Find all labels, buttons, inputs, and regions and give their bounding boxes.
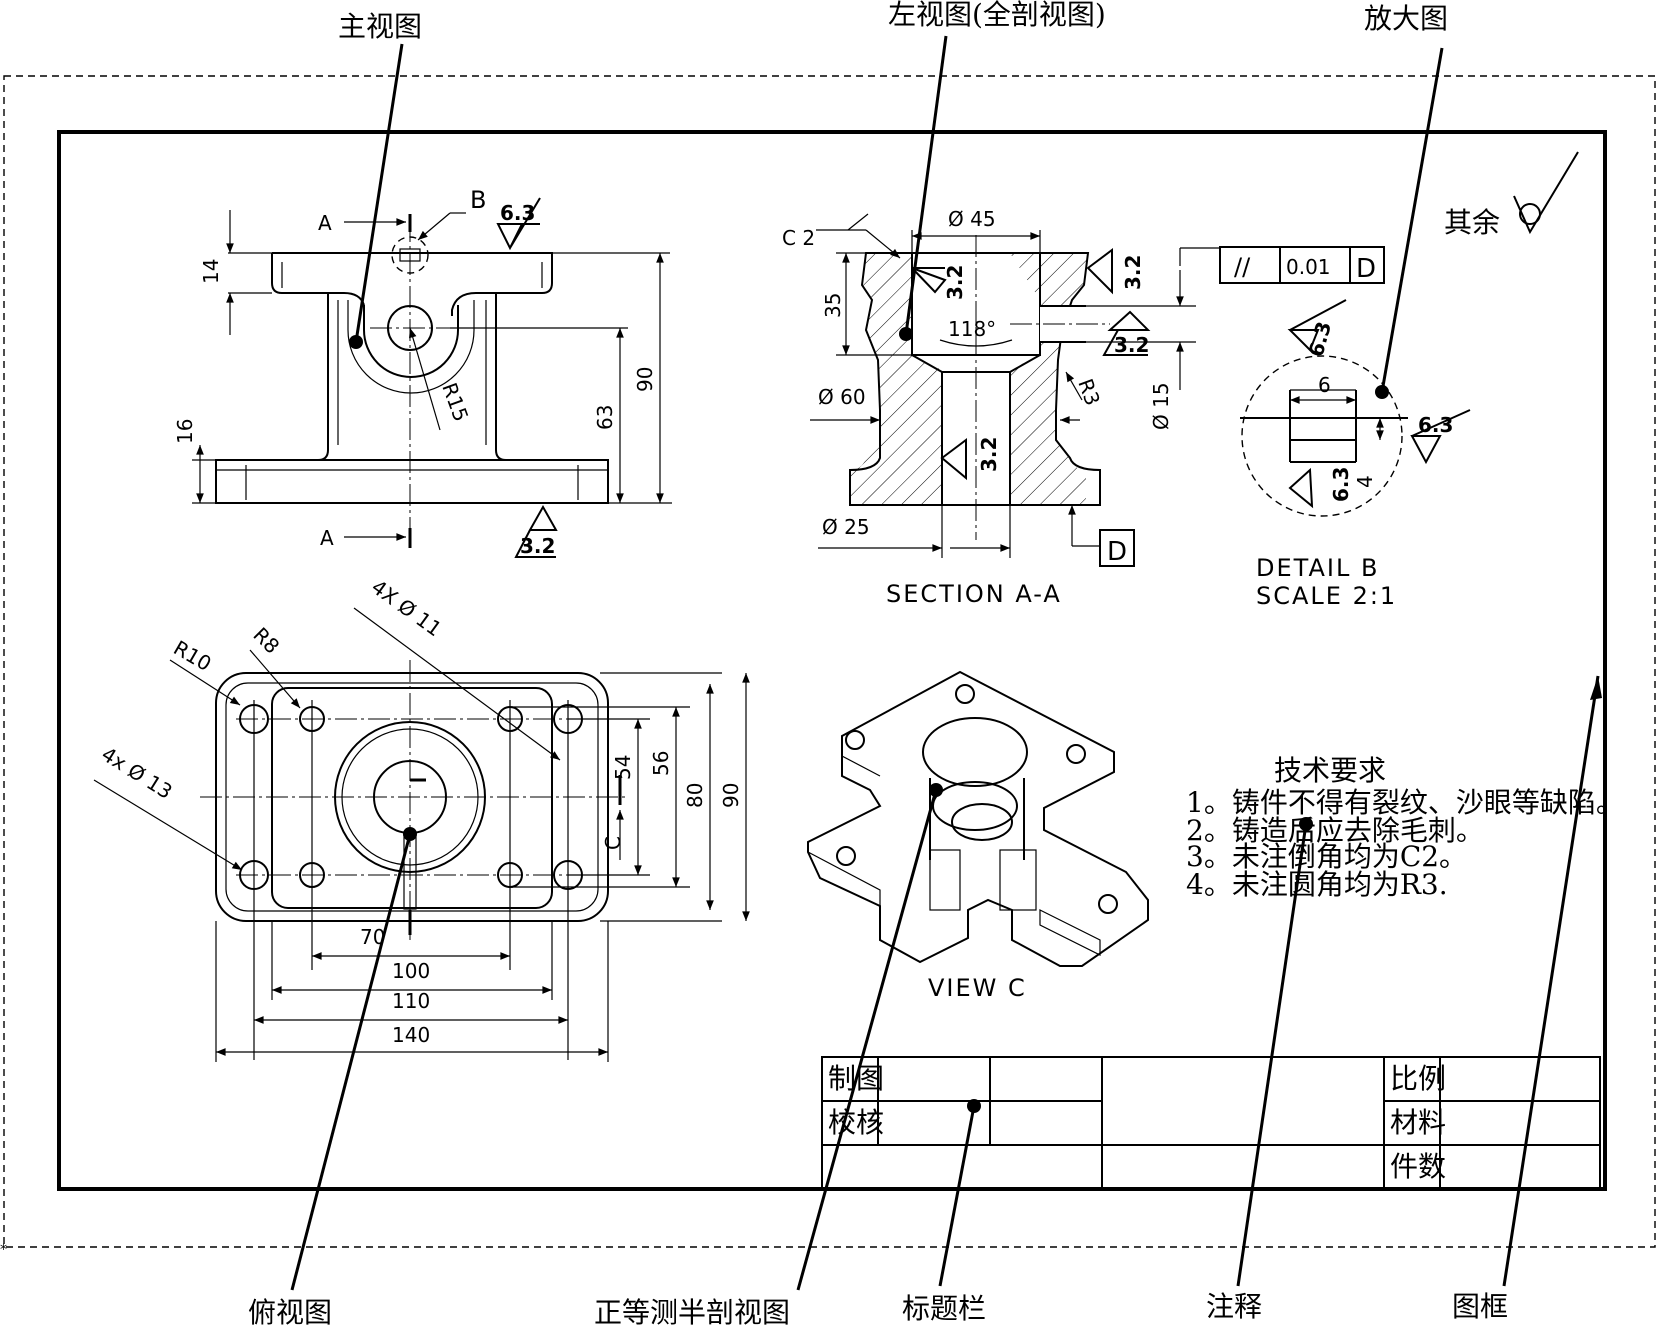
tb-scale: 比例 [1390,1062,1446,1095]
section-roughness-d: 3.2 [977,437,1001,472]
tolerance-symbol: // [1234,253,1251,281]
front-roughness-bottom: 3.2 [520,534,555,558]
callout-leaders [290,35,1602,1291]
title-block: 制图 校核 比例 材料 件数 [821,1056,1601,1190]
note-item-2: 2。铸造后应去除毛刺。 [1186,814,1484,847]
detail-roughness-a: 6.3 [1304,319,1336,359]
detail-title: DETAIL B [1256,554,1379,582]
section-dia-60: Ø 60 [818,385,866,409]
top-holes-13: 4x Ø 13 [97,742,176,804]
callout-title-block: 标题栏 [902,1292,986,1325]
section-chamfer-c2: C 2 [782,226,815,250]
note-item-1: 1。铸件不得有裂纹、沙眼等缺陷。 [1186,786,1624,819]
top-dim-54: 54 [611,755,635,780]
svg-text:*: * [0,1242,7,1258]
section-title: SECTION A-A [886,580,1062,608]
top-dim-56: 56 [649,751,673,776]
front-roughness-top: 6.3 [500,201,535,225]
callout-frame: 图框 [1452,1290,1508,1323]
top-dim-r8: R8 [248,623,284,659]
detail-view: 6 4 6.3 6.3 6.3 DETAIL B SCALE 2:1 [1240,299,1471,610]
top-dim-140: 140 [392,1023,430,1047]
callout-top-view: 俯视图 [248,1296,332,1328]
top-dim-r10: R10 [170,636,216,676]
notes-title: 技术要求 [1274,754,1386,787]
callout-detail-view: 放大图 [1364,2,1448,35]
front-dim-90: 90 [633,367,657,392]
detail-dim-6: 6 [1318,373,1331,397]
section-dia-45: Ø 45 [948,207,996,231]
note-item-3: 3。未注倒角均为C2。 [1186,840,1467,873]
iso-title: VIEW C [928,974,1027,1002]
section-roughness-c: 3.2 [1114,333,1149,357]
top-view-mark: C [601,836,625,850]
callout-left-view: 左视图(全剖视图) [888,0,1106,31]
iso-view: VIEW C [807,670,1149,1002]
general-roughness: 其余 [1444,151,1579,239]
top-view: C R10 R8 4X Ø 11 4x Ø 13 54 56 80 90 70 … [93,575,750,1062]
section-roughness-a: 3.2 [943,265,967,300]
front-dim-16: 16 [173,419,197,444]
callout-front-view: 主视图 [338,10,422,43]
front-dim-r15: R15 [437,380,473,425]
section-roughness-b: 3.2 [1121,255,1145,290]
section-dim-35: 35 [821,293,845,318]
top-dim-90: 90 [719,783,743,808]
detail-roughness-c: 6.3 [1329,467,1353,502]
section-angle-118: 118° [948,317,996,341]
outer-paper-border: * [0,75,1656,1258]
callout-labels: 主视图 左视图(全剖视图) 放大图 俯视图 正等测半剖视图 标题栏 注释 图框 [248,0,1508,1328]
section-dia-25: Ø 25 [822,515,870,539]
tb-quantity: 件数 [1390,1150,1446,1183]
top-dim-110: 110 [392,989,430,1013]
section-mark-top: A [318,211,332,235]
front-dim-63: 63 [593,405,617,430]
detail-scale: SCALE 2:1 [1256,582,1397,610]
top-dim-100: 100 [392,959,430,983]
section-mark-bottom: A [320,526,334,550]
section-r3: R3 [1073,376,1105,409]
technical-notes: 技术要求 1。铸件不得有裂纹、沙眼等缺陷。 2。铸造后应去除毛刺。 3。未注倒角… [1186,754,1624,901]
section-datum-d: D [1107,537,1127,567]
tb-material: 材料 [1390,1106,1446,1139]
callout-notes: 注释 [1206,1290,1262,1323]
section-dia-15: Ø 15 [1149,382,1173,430]
front-view: A A B 6.3 3.2 14 16 63 90 [173,186,672,558]
general-roughness-label: 其余 [1444,206,1500,239]
detail-mark-b: B [470,186,486,214]
callout-iso-view: 正等测半剖视图 [594,1296,790,1328]
tolerance-datum: D [1356,254,1376,284]
tb-checked: 校核 [828,1106,884,1139]
drawing-frame [57,130,1607,1191]
front-dim-14: 14 [199,259,223,284]
note-item-4: 4。未注圆角均为R3. [1186,868,1448,901]
detail-dim-4: 4 [1353,475,1377,488]
detail-roughness-b: 6.3 [1418,413,1453,437]
tolerance-value: 0.01 [1286,255,1331,279]
top-dim-80: 80 [683,783,707,808]
top-holes-11: 4X Ø 11 [367,575,446,642]
section-view: C 2 Ø 45 35 118° Ø 60 Ø 25 Ø 15 R3 [782,207,1385,608]
